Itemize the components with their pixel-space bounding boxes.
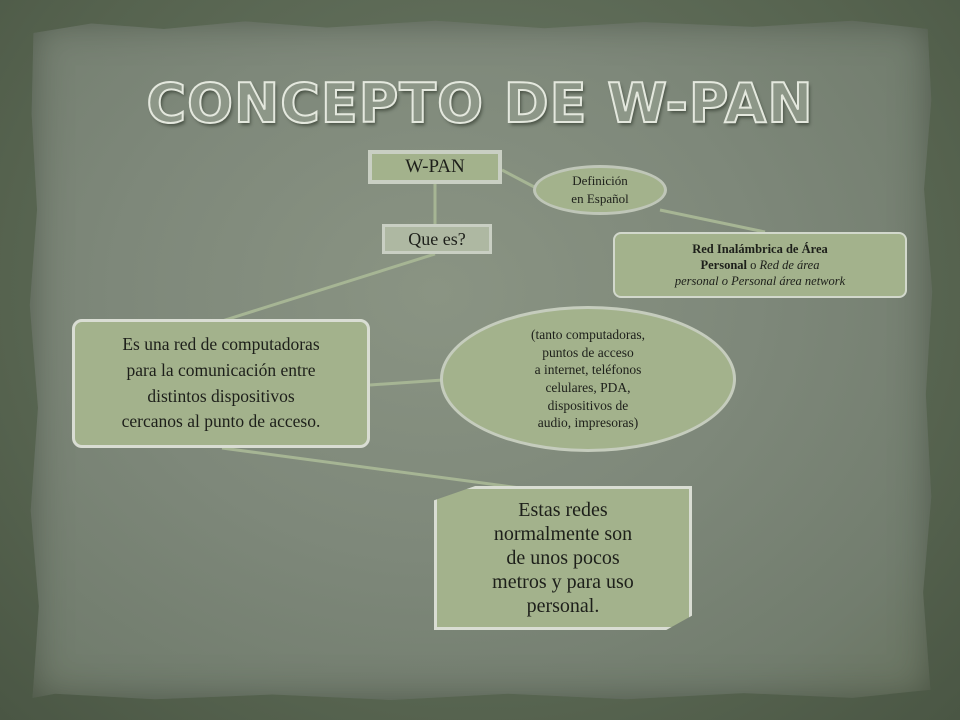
range-line-3: de unos pocos xyxy=(506,547,620,569)
red-bold-line-2: Personal xyxy=(700,257,748,272)
node-main-definition: Es una red de computadoras para la comun… xyxy=(72,319,370,448)
devices-line-4: celulares, PDA, xyxy=(545,380,631,395)
connector-main-devices xyxy=(369,378,444,387)
definicion-line-2: en Español xyxy=(571,191,629,206)
devices-line-6: audio, impresoras) xyxy=(537,415,639,431)
main-line-2: para la comunicación entre xyxy=(126,359,316,380)
node-wpan: W-PAN xyxy=(368,150,502,184)
red-italic-line-3: personal o Personal área network xyxy=(674,274,846,289)
connector-queres-main xyxy=(221,252,436,323)
devices-line-3: a internet, teléfonos xyxy=(534,362,642,378)
node-devices: (tanto computadoras, puntos de acceso a … xyxy=(440,306,736,452)
range-line-5: personal. xyxy=(526,595,600,617)
connector-definicion-red xyxy=(659,208,766,234)
main-line-4: cercanos al punto de acceso. xyxy=(121,411,321,432)
devices-line-1: (tanto computadoras, xyxy=(531,327,645,343)
node-red-inalambrica: Red Inalámbrica de Área Personal o Red d… xyxy=(613,232,907,298)
devices-line-2: puntos de acceso xyxy=(542,344,634,360)
definicion-line-1: Definición xyxy=(572,173,628,189)
range-line-1: Estas redes xyxy=(518,499,608,521)
slide-title: CONCEPTO DE W-PAN xyxy=(145,71,814,136)
connector-main-range xyxy=(221,446,521,490)
red-bold-line-1: Red Inalámbrica de Área xyxy=(692,241,828,256)
main-line-1: Es una red de computadoras xyxy=(122,333,320,354)
red-italic-line-2: Red de área xyxy=(759,257,820,272)
range-line-2: normalmente son xyxy=(493,523,633,545)
devices-line-5: dispositivos de xyxy=(547,397,629,413)
main-line-3: distintos dispositivos xyxy=(147,385,295,406)
node-que-es: Que es? xyxy=(382,224,492,254)
range-line-4: metros y para uso xyxy=(492,571,634,593)
node-range: Estas redes normalmente son de unos poco… xyxy=(434,486,692,630)
node-definicion-espanol: Definición en Español xyxy=(533,165,667,215)
red-connector-word: o xyxy=(747,257,760,272)
